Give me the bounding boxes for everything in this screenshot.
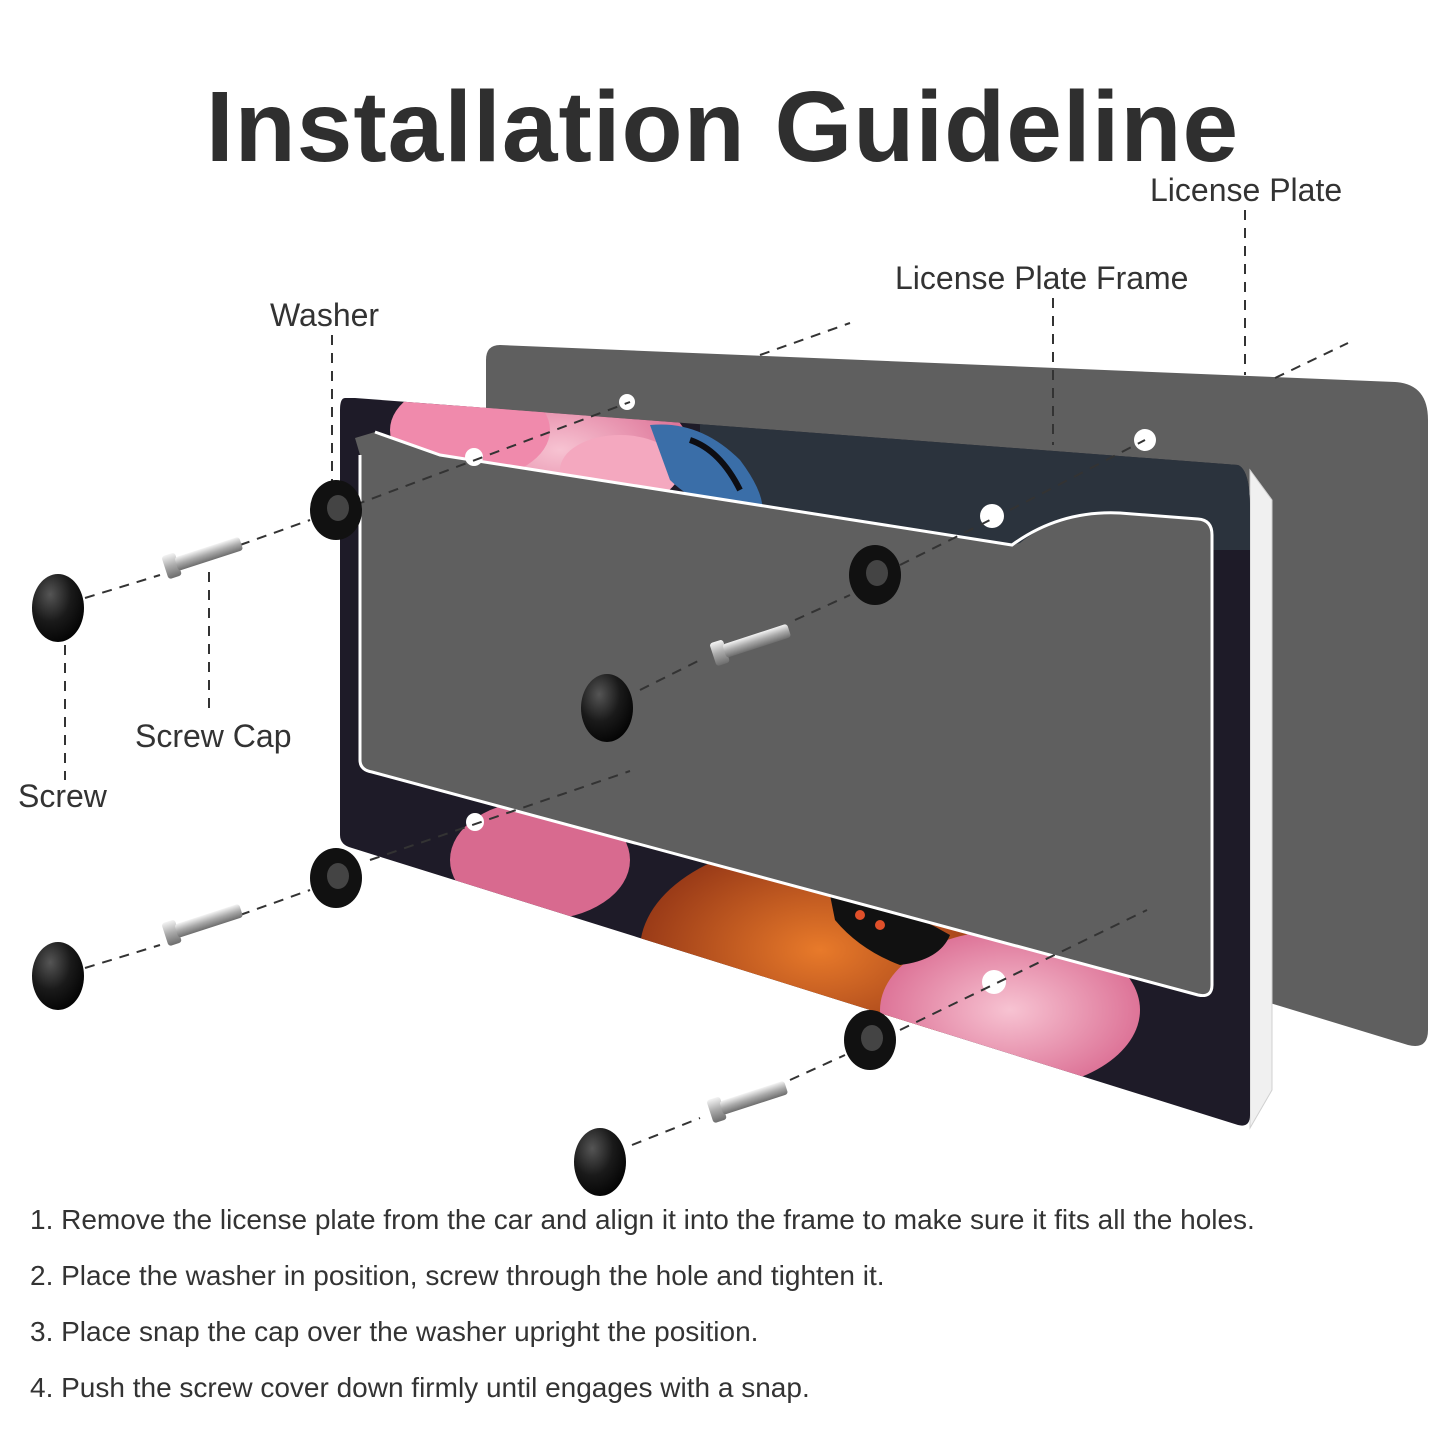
frame-edge <box>1249 468 1273 1130</box>
butterfly-black <box>830 895 950 965</box>
license-plate-frame <box>340 398 1250 1126</box>
screw-icon <box>707 1081 788 1123</box>
screw-cap-icon <box>581 674 633 742</box>
plate-hole <box>619 394 635 410</box>
screw-cap-icon <box>32 942 84 1010</box>
frame-hole <box>465 448 483 466</box>
washer-icon <box>849 545 901 605</box>
washer-icon <box>310 848 362 908</box>
step-item: 3. Place snap the cap over the washer up… <box>30 1316 759 1347</box>
screw-cap-icon <box>574 1128 626 1196</box>
frame-hole <box>466 813 484 831</box>
butterfly-blue <box>650 424 763 520</box>
washer-icon <box>310 480 362 540</box>
label-screw-cap: Screw Cap <box>135 718 292 754</box>
screw-icon <box>162 537 243 579</box>
label-license-plate: License Plate <box>1150 172 1343 208</box>
page-title: Installation Guideline <box>205 71 1240 183</box>
label-washer: Washer <box>270 297 380 333</box>
screw-icon <box>162 904 243 946</box>
step-item: 2. Place the washer in position, screw t… <box>30 1260 885 1291</box>
instruction-steps: 1. Remove the license plate from the car… <box>30 1200 1430 1424</box>
label-screw: Screw <box>18 778 107 814</box>
label-license-plate-frame: License Plate Frame <box>895 260 1189 296</box>
step-item: 4. Push the screw cover down firmly unti… <box>30 1372 810 1403</box>
step-item: 1. Remove the license plate from the car… <box>30 1204 1255 1235</box>
frame-hole <box>982 970 1006 994</box>
alignment-lines <box>64 210 1349 1146</box>
frame-hole <box>980 504 1004 528</box>
screw-icon <box>710 624 791 666</box>
washer-icon <box>844 1010 896 1070</box>
screw-cap-icon <box>32 574 84 642</box>
frame-window <box>355 432 1212 996</box>
